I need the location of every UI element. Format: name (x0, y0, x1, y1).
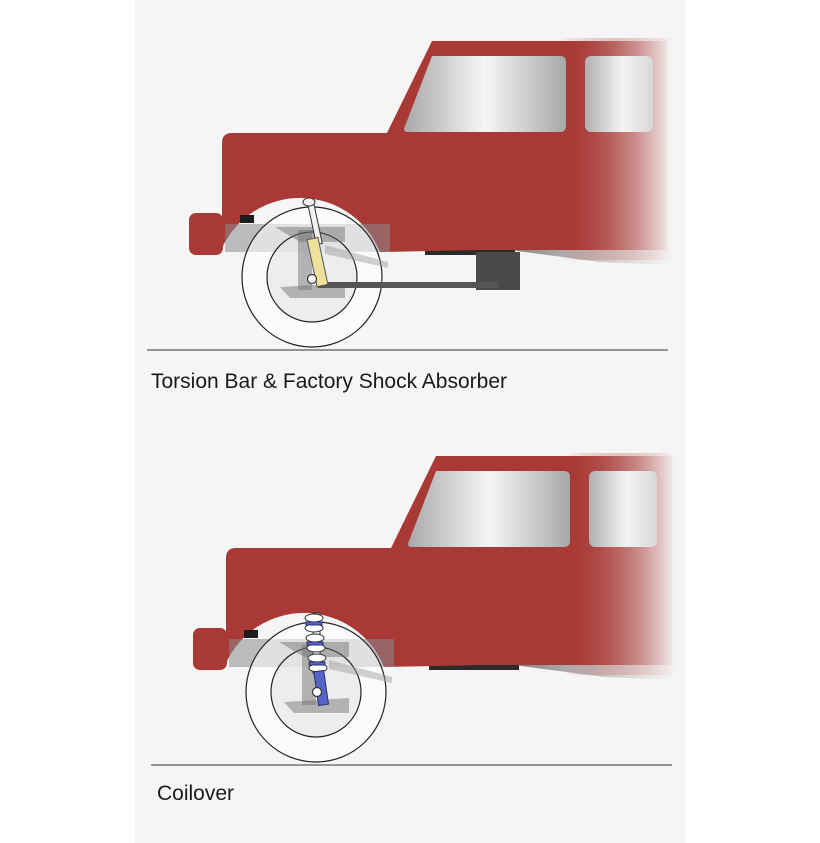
factory-shock-absorber (302, 197, 329, 288)
diagram-torsion-bar (147, 37, 673, 351)
truck-illustration (192, 452, 677, 763)
caption-coilover: Coilover (157, 782, 235, 805)
coilover-unit (304, 612, 330, 707)
torsion-bar (318, 282, 498, 288)
diagram-coilover (151, 452, 677, 766)
caption-torsion-bar: Torsion Bar & Factory Shock Absorber (151, 370, 507, 393)
truck-illustration (188, 37, 673, 348)
